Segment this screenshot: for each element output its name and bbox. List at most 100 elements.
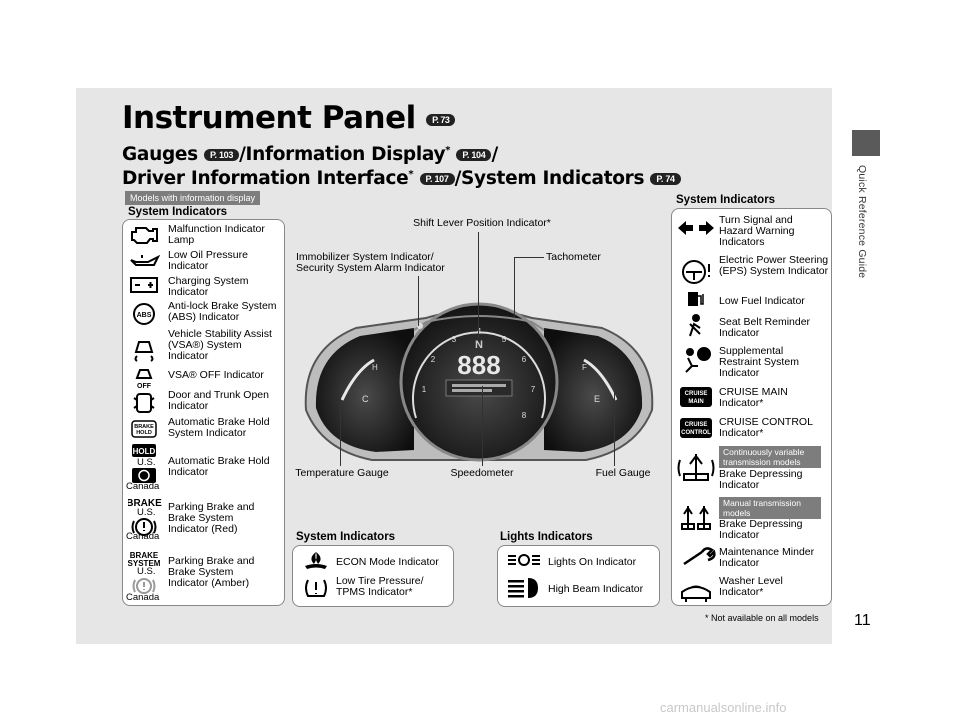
temp-callout-line bbox=[340, 386, 341, 466]
econ-leaf-icon bbox=[305, 552, 327, 569]
eps-icon bbox=[682, 260, 710, 284]
left-item-5: VSA® OFF Indicator bbox=[168, 369, 264, 381]
callout-temperature: Temperature Gauge bbox=[295, 467, 389, 479]
gauges-page-ref[interactable]: P. 103 bbox=[204, 149, 240, 161]
tpms-icon bbox=[305, 579, 327, 597]
brake-depress-cvt-icon bbox=[677, 454, 715, 481]
left-item-6: Door and Trunk Open Indicator bbox=[168, 389, 269, 412]
left-item-2: Charging System Indicator bbox=[168, 275, 249, 298]
dii-text: Driver Information Interface bbox=[122, 168, 409, 189]
instrument-cluster-illustration: C H E F 1 2 3 4 5 6 7 8 N 888 bbox=[304, 302, 654, 462]
title-page-ref[interactable]: P. 73 bbox=[426, 113, 456, 126]
right-item-1: Electric Power Steering (EPS) System Ind… bbox=[719, 254, 829, 277]
temp-hot-label: H bbox=[372, 363, 378, 372]
right-item-0: Turn Signal and Hazard Warning Indicator… bbox=[719, 214, 795, 248]
footnote: * Not available on all models bbox=[705, 613, 819, 623]
info-display-text: /Information Display bbox=[239, 144, 446, 165]
callout-immobilizer: Immobilizer System Indicator/ Security S… bbox=[296, 251, 445, 274]
gear-indicator: N bbox=[475, 339, 483, 351]
right-item-9: Maintenance Minder Indicator bbox=[719, 546, 815, 569]
high-beam-label: High Beam Indicator bbox=[548, 583, 644, 595]
washer-level-icon bbox=[681, 585, 711, 602]
left-item-8: Automatic Brake Hold Indicator bbox=[168, 455, 270, 478]
mt-tag: Manual transmission models bbox=[719, 497, 821, 519]
side-label: Quick Reference Guide bbox=[856, 165, 868, 279]
page-number: 11 bbox=[854, 612, 871, 629]
lights-on-label: Lights On Indicator bbox=[548, 556, 637, 568]
region-us-2: U.S. bbox=[137, 507, 156, 518]
star-mark: * bbox=[445, 144, 451, 156]
info-display-page-ref[interactable]: P. 104 bbox=[456, 149, 492, 161]
left-item-1: Low Oil Pressure Indicator bbox=[168, 249, 248, 272]
cvt-tag: Continuously variable transmission model… bbox=[719, 446, 821, 468]
brake-system-icon-brake: BRAKE bbox=[130, 551, 159, 560]
shift-callout-line bbox=[478, 232, 479, 338]
brake-hold-us-icon: HOLD bbox=[132, 444, 156, 457]
callout-speedometer: Speedometer bbox=[450, 467, 514, 479]
cruise-control-icon-control: CONTROL bbox=[681, 430, 711, 436]
engine-icon bbox=[131, 227, 158, 244]
subtitle-line-2: Driver Information Interface* P. 107/Sys… bbox=[122, 168, 681, 189]
page-title: Instrument Panel P. 73 bbox=[122, 100, 456, 136]
high-beam-icon bbox=[508, 578, 538, 598]
callout-shift-lever: Shift Lever Position Indicator* bbox=[413, 217, 551, 229]
system-indicators-page-ref[interactable]: P. 74 bbox=[650, 173, 681, 185]
tach-tick-7: 7 bbox=[531, 385, 536, 394]
models-tag: Models with information display bbox=[125, 191, 261, 205]
oil-can-icon bbox=[130, 254, 161, 266]
fuel-callout-line bbox=[614, 386, 615, 466]
vsa-car-icon bbox=[134, 341, 154, 362]
brake-canada-amber-icon bbox=[132, 578, 156, 594]
fuel-empty-label: E bbox=[594, 394, 600, 404]
cruise-control-icon-cruise: CRUISE bbox=[685, 422, 708, 428]
callout-fuel: Fuel Gauge bbox=[595, 467, 651, 479]
region-canada-3: Canada bbox=[126, 592, 160, 603]
maintenance-wrench-icon bbox=[683, 547, 716, 566]
brake-canada-red-icon bbox=[131, 518, 157, 536]
left-item-0: Malfunction Indicator Lamp bbox=[168, 223, 265, 246]
region-canada-1: Canada bbox=[126, 481, 160, 492]
lights-icons bbox=[508, 554, 540, 598]
srs-icon bbox=[685, 347, 711, 373]
cruise-main-icon-main: MAIN bbox=[688, 399, 703, 405]
dii-page-ref[interactable]: P. 107 bbox=[419, 173, 455, 185]
tach-tick-1: 1 bbox=[422, 385, 427, 394]
subtitle-line-1: Gauges P. 103/Information Display* P. 10… bbox=[122, 144, 498, 165]
tach-tick-6: 6 bbox=[522, 355, 527, 364]
right-item-2: Low Fuel Indicator bbox=[719, 295, 805, 307]
tach-tick-4: 4 bbox=[477, 327, 482, 336]
vsa-off-icon-text: OFF bbox=[137, 383, 152, 390]
left-item-9: Parking Brake and Brake System Indicator… bbox=[168, 501, 255, 535]
econ-mode-label: ECON Mode Indicator bbox=[336, 556, 439, 568]
bottom-system-icons bbox=[305, 552, 327, 597]
title-text: Instrument Panel bbox=[122, 100, 416, 136]
right-item-4: Supplemental Restraint System Indicator bbox=[719, 345, 799, 379]
turn-signal-icon bbox=[678, 221, 714, 235]
callout-tachometer: Tachometer bbox=[546, 251, 601, 263]
brake-hold-canada-icon bbox=[132, 468, 156, 483]
brake-depress-mt-icon bbox=[681, 506, 711, 530]
abs-icon: ABS bbox=[133, 303, 155, 325]
lights-heading: Lights Indicators bbox=[500, 531, 593, 543]
star-mark: * bbox=[408, 168, 414, 180]
brake-hold-system-icon-brake: BRAKE bbox=[134, 424, 154, 430]
door-open-icon bbox=[133, 393, 155, 413]
tach-tick-2: 2 bbox=[431, 355, 436, 364]
immobilizer-callout-line bbox=[418, 276, 419, 326]
watermark: carmanualsonline.info bbox=[660, 700, 787, 715]
tach-callout-line-v bbox=[514, 257, 515, 317]
lights-on-icon bbox=[508, 554, 540, 566]
right-item-7: Brake Depressing Indicator bbox=[719, 468, 803, 491]
tach-callout-line-h bbox=[514, 257, 544, 258]
brake-system-icon-system: SYSTEM bbox=[128, 559, 161, 568]
seat-belt-icon bbox=[689, 314, 701, 337]
right-section-heading: System Indicators bbox=[676, 194, 776, 206]
left-item-7: Automatic Brake Hold System Indicator bbox=[168, 416, 270, 439]
left-item-3: Anti-lock Brake System (ABS) Indicator bbox=[168, 300, 277, 323]
right-item-10: Washer Level Indicator* bbox=[719, 575, 783, 598]
vsa-off-icon: OFF bbox=[135, 369, 153, 390]
cruise-control-icon: CRUISE CONTROL bbox=[680, 418, 712, 438]
